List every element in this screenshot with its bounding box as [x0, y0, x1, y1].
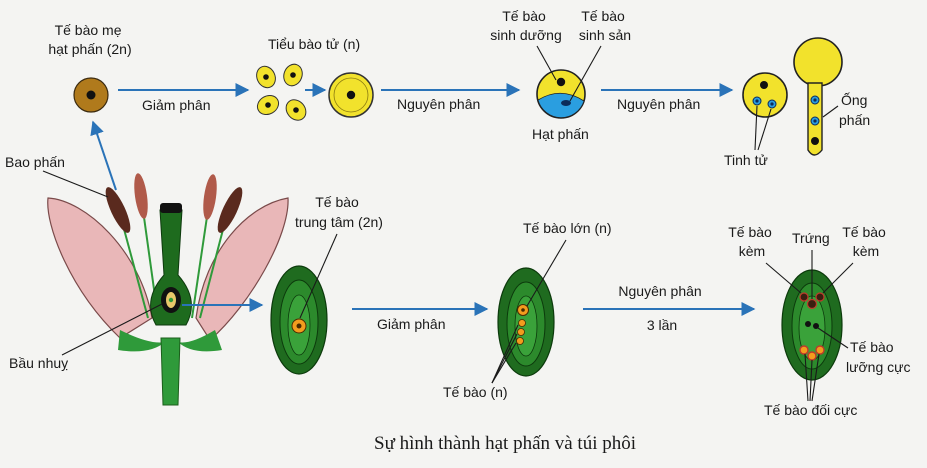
- mature-pollen: [742, 72, 788, 118]
- antipodal-leader-2: [809, 359, 813, 402]
- microspore-label: Tiểu bào tử (n): [268, 36, 360, 52]
- central-cell-leader: [299, 233, 338, 319]
- vegetative-leader: [536, 45, 557, 81]
- mitosis-3-line-2: 3 lần: [647, 317, 677, 333]
- antipodal-label: Tế bào đối cực: [764, 402, 857, 418]
- polar-cell-line-2: lưỡng cực: [846, 359, 911, 375]
- pollen-grain: [536, 69, 586, 119]
- mother-cell-line-2: hạt phấn (2n): [48, 41, 131, 57]
- ovule-central-cell: [270, 265, 328, 375]
- mother-cell-line-1: Tế bào mẹ: [55, 22, 122, 38]
- pollen-mother-cell: [73, 77, 109, 113]
- flower-illustration: [47, 173, 289, 406]
- generative-cell-label: Tế bào sinh sản: [579, 8, 631, 43]
- pollen-tube-leader: [822, 105, 839, 118]
- meiosis-bottom-label: Giảm phân: [377, 316, 445, 332]
- ovary-leader: [61, 303, 163, 356]
- synergid-left-label: Tế bào kèm: [728, 224, 775, 259]
- synergid-right-label: Tế bào kèm: [842, 224, 889, 259]
- vegetative-line-1: Tế bào: [502, 8, 546, 24]
- anther-leader: [42, 170, 109, 198]
- vegetative-line-2: sinh dưỡng: [490, 27, 561, 43]
- synergid-left-line-2: kèm: [739, 243, 765, 259]
- figure-caption: Sự hình thành hạt phấn và túi phôi: [374, 433, 636, 454]
- mitosis-2-label: Nguyên phân: [617, 96, 700, 112]
- central-cell-label: Tế bào trung tâm (2n): [295, 194, 383, 230]
- pollen-tube-line-1: Ống: [841, 91, 867, 108]
- mother-cell-label: Tế bào mẹ hạt phấn (2n): [48, 22, 131, 57]
- ovule-megaspores: [497, 267, 555, 377]
- anther-label: Bao phấn: [5, 154, 65, 170]
- polar-cell-line-1: Tế bào: [850, 339, 894, 355]
- antipodal-leader-3: [811, 353, 820, 402]
- mitosis-3-line-1: Nguyên phân: [618, 283, 701, 299]
- synergid-left-line-1: Tế bào: [728, 224, 772, 240]
- mitosis-1-label: Nguyên phân: [397, 96, 480, 112]
- large-cell-leader: [526, 239, 567, 307]
- generative-line-1: Tế bào: [581, 8, 625, 24]
- polar-cell-leader: [817, 327, 849, 349]
- ovary-label: Bầu nhuỵ: [9, 355, 68, 371]
- generative-leader: [569, 45, 602, 102]
- generative-line-2: sinh sản: [579, 27, 631, 43]
- sperm-leader-1: [754, 105, 758, 151]
- sperm-cells-label: Tinh tử: [724, 152, 768, 168]
- synergid-right-line-1: Tế bào: [842, 224, 886, 240]
- cells-n-label: Tế bào (n): [443, 384, 508, 400]
- pollen-tube-line-2: phấn: [839, 112, 870, 128]
- polar-cell-label: Tế bào lưỡng cực: [846, 339, 911, 375]
- pollen-tube-label: Ống phấn: [839, 91, 871, 128]
- central-cell-line-1: Tế bào: [315, 194, 359, 210]
- sperm-leader-2: [757, 108, 772, 151]
- synergid-left-leader: [765, 262, 802, 294]
- pollen-grain-label: Hạt phấn: [532, 126, 589, 142]
- microspore-tetrad: [256, 63, 307, 121]
- vegetative-cell-label: Tế bào sinh dưỡng: [490, 8, 561, 43]
- synergid-right-leader: [822, 262, 854, 294]
- synergid-right-line-2: kèm: [853, 243, 879, 259]
- egg-label: Trứng: [792, 230, 830, 246]
- germinating-pollen: [793, 37, 843, 156]
- meiosis-top-label: Giảm phân: [142, 97, 210, 113]
- anther-to-mother-arrow: [90, 120, 117, 191]
- central-cell-line-2: trung tâm (2n): [295, 214, 383, 230]
- microspore-single: [328, 72, 374, 118]
- cells-n-leader-2: [491, 333, 518, 384]
- antipodal-leader-1: [804, 353, 809, 402]
- mitosis-3-label: Nguyên phân 3 lần: [618, 283, 705, 333]
- cells-n-leader-3: [491, 342, 517, 384]
- large-cell-label: Tế bào lớn (n): [523, 220, 612, 236]
